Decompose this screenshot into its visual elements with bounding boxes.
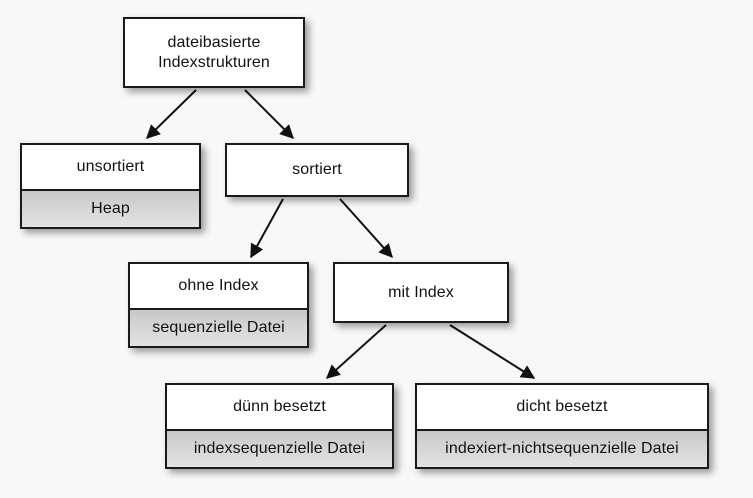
node-root[interactable]: dateibasierte Indexstrukturen xyxy=(123,17,305,88)
edge-sortiert-to-mit-index xyxy=(339,198,393,259)
node-mit-index-label: mit Index xyxy=(335,264,507,321)
edge-root-to-unsortiert xyxy=(145,89,197,139)
node-dicht-besetzt[interactable]: dicht besetzt indexiert-nichtsequenziell… xyxy=(415,383,709,469)
node-sortiert[interactable]: sortiert xyxy=(225,143,409,197)
edge-root-to-sortiert xyxy=(244,89,294,139)
edge-mit-index-to-duenn xyxy=(325,324,387,379)
node-ohne-index-sublabel: sequenzielle Datei xyxy=(130,308,307,346)
node-ohne-index-label: ohne Index xyxy=(130,264,307,308)
node-dicht-besetzt-label: dicht besetzt xyxy=(417,385,707,429)
node-duenn-besetzt[interactable]: dünn besetzt indexsequenzielle Datei xyxy=(165,383,394,469)
node-mit-index[interactable]: mit Index xyxy=(333,262,509,323)
node-duenn-besetzt-label: dünn besetzt xyxy=(167,385,392,429)
node-ohne-index[interactable]: ohne Index sequenzielle Datei xyxy=(128,262,309,348)
node-unsortiert-sublabel: Heap xyxy=(22,189,199,227)
node-sortiert-label: sortiert xyxy=(227,145,407,195)
node-root-label: dateibasierte Indexstrukturen xyxy=(125,19,303,86)
node-dicht-besetzt-sublabel: indexiert-nichtsequenzielle Datei xyxy=(417,429,707,467)
edge-sortiert-to-ohne-index xyxy=(250,198,284,259)
node-unsortiert-label: unsortiert xyxy=(22,145,199,189)
node-duenn-besetzt-sublabel: indexsequenzielle Datei xyxy=(167,429,392,467)
node-unsortiert[interactable]: unsortiert Heap xyxy=(20,143,201,229)
edge-mit-index-to-dicht xyxy=(449,324,536,379)
